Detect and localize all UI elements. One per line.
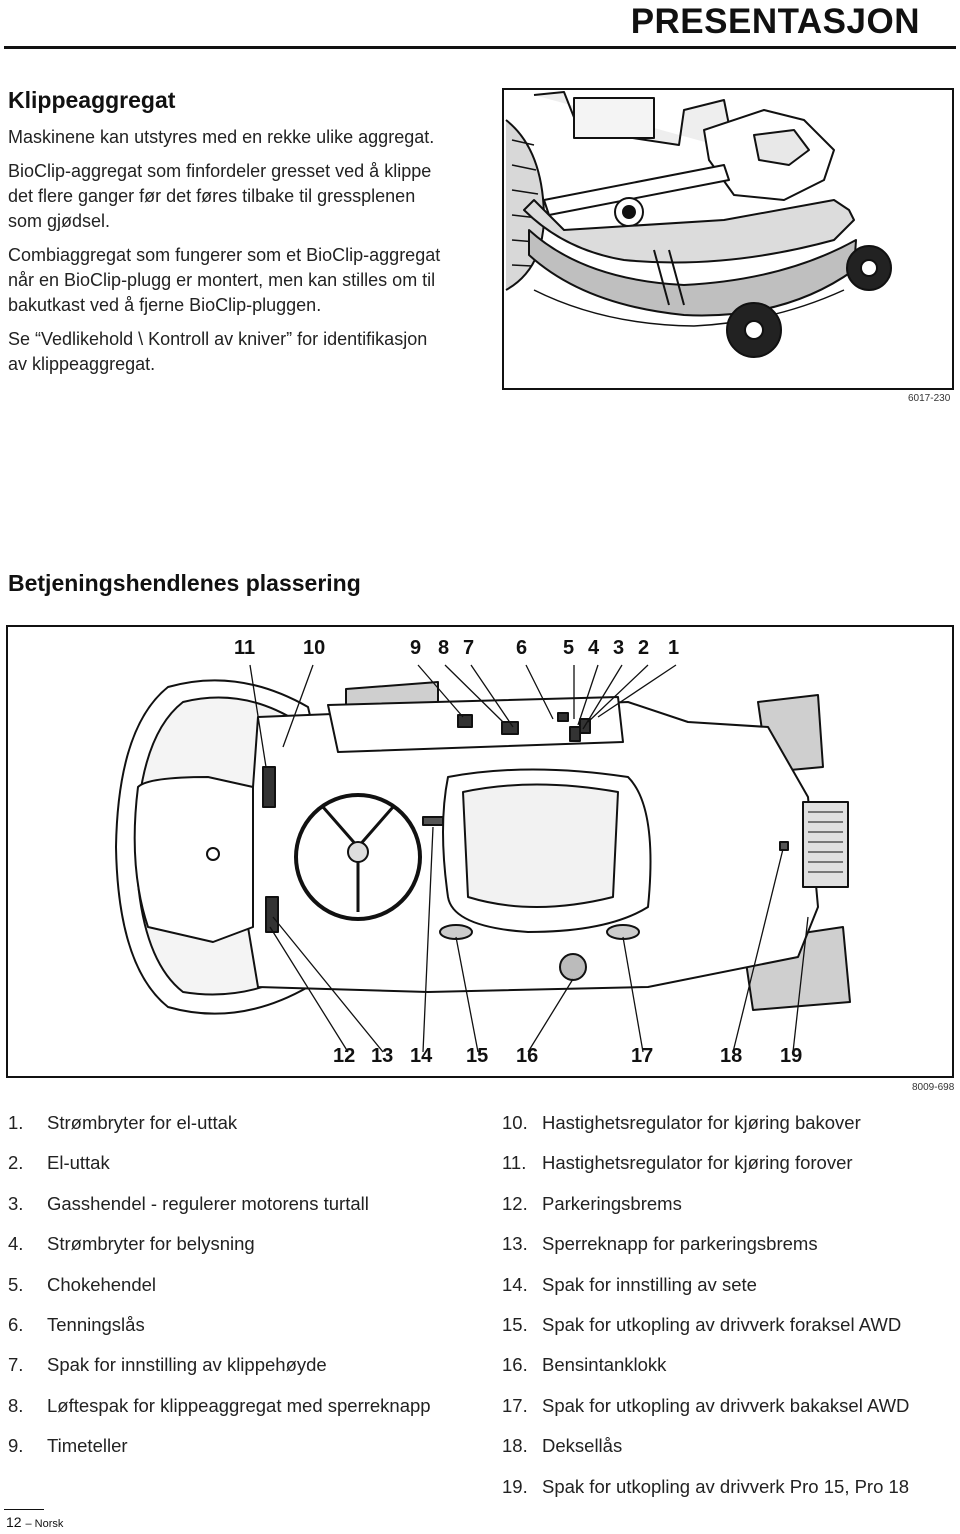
figure-code: 8009-698 [912, 1082, 955, 1093]
callout-label: 7 [463, 637, 475, 659]
page-title: PRESENTASJON [630, 2, 920, 41]
callout-label: 17 [631, 1045, 654, 1067]
legend-item: 13.Sperreknapp for parkeringsbrems [502, 1233, 818, 1255]
legend-item: 8.Løftespak for klippeaggregat med sperr… [8, 1394, 431, 1416]
callout-label: 19 [780, 1045, 803, 1067]
callout-label: 16 [516, 1045, 539, 1067]
page-footer: 12 – Norsk [6, 1514, 64, 1530]
legend-item: 5.Chokehendel [8, 1273, 157, 1295]
legend-item: 1.Strømbryter for el-uttak [8, 1112, 238, 1133]
legend-item: 17.Spak for utkopling av drivverk bakaks… [502, 1394, 910, 1416]
legend-item: 9.Timeteller [8, 1435, 128, 1457]
section-heading-klippeaggregat: Klippeaggregat [8, 87, 176, 113]
callout-label: 2 [638, 637, 650, 659]
language-label: Norsk [34, 1518, 64, 1530]
callout-label: 14 [410, 1045, 433, 1067]
callout-label: 8 [438, 637, 450, 659]
callout-label: 15 [466, 1045, 489, 1067]
callout-label: 4 [588, 637, 600, 659]
mower-deck-illustration [502, 88, 954, 390]
page-number: 12 [6, 1514, 22, 1530]
callout-label: 10 [303, 637, 326, 659]
callout-label: 11 [234, 637, 256, 659]
figure-code: 6017-230 [908, 393, 951, 404]
legend-item: 10.Hastighetsregulator for kjøring bakov… [502, 1112, 861, 1133]
header-rule [4, 46, 956, 49]
paragraph: BioClip-aggregat som finfordeler gresset… [8, 161, 432, 231]
legend-item: 7.Spak for innstilling av klippehøyde [8, 1354, 327, 1376]
legend-item: 18.Deksellås [502, 1435, 623, 1457]
legend-item: 2.El-uttak [8, 1152, 110, 1174]
callout-label: 18 [720, 1045, 743, 1067]
mower-deck-drawing [505, 91, 892, 358]
callout-row-bottom: 12 13 14 15 16 17 18 19 [8, 1045, 952, 1073]
legend-item: 3.Gasshendel - regulerer motorens turtal… [8, 1192, 369, 1214]
callout-label: 6 [516, 637, 528, 659]
machine-top-view-drawing [115, 664, 851, 1053]
legend-item: 11.Hastighetsregulator for kjøring forov… [502, 1152, 853, 1174]
paragraph: Maskinene kan utstyres med en rekke ulik… [8, 127, 435, 147]
callout-label: 12 [333, 1045, 356, 1067]
section-body-text: Maskinene kan utstyres med en rekke ulik… [8, 125, 448, 386]
paragraph: Se “Vedlikehold \ Kontroll av kniver” fo… [8, 329, 428, 374]
legend-item: 6.Tenningslås [8, 1313, 145, 1335]
section-heading-betjening: Betjeningshendlenes plassering [8, 570, 361, 596]
callout-label: 5 [563, 637, 575, 659]
legend-item: 4.Strømbryter for belysning [8, 1233, 255, 1255]
callout-label: 1 [668, 637, 680, 659]
callout-label: 13 [371, 1045, 394, 1067]
legend-item: 14.Spak for innstilling av sete [502, 1273, 757, 1295]
legend-item: 15.Spak for utkopling av drivverk foraks… [502, 1313, 902, 1335]
legend-item: 19.Spak for utkopling av drivverk Pro 15… [502, 1475, 910, 1497]
legend-left-column: 1.Strømbryter for el-uttak 2.El-uttak 3.… [8, 1110, 431, 1474]
controls-location-diagram: 11 10 9 8 7 6 5 4 3 2 1 [6, 625, 954, 1078]
legend-right-column: 10.Hastighetsregulator for kjøring bakov… [502, 1110, 909, 1514]
legend-item: 12.Parkeringsbrems [502, 1192, 682, 1214]
callout-label: 9 [410, 637, 422, 659]
footer-rule [4, 1509, 44, 1510]
callout-label: 3 [613, 637, 625, 659]
callout-row-top: 11 10 9 8 7 6 5 4 3 2 1 [8, 637, 952, 665]
paragraph: Combiaggregat som fungerer som et BioCli… [8, 245, 441, 315]
legend-item: 16.Bensintanklokk [502, 1354, 667, 1376]
